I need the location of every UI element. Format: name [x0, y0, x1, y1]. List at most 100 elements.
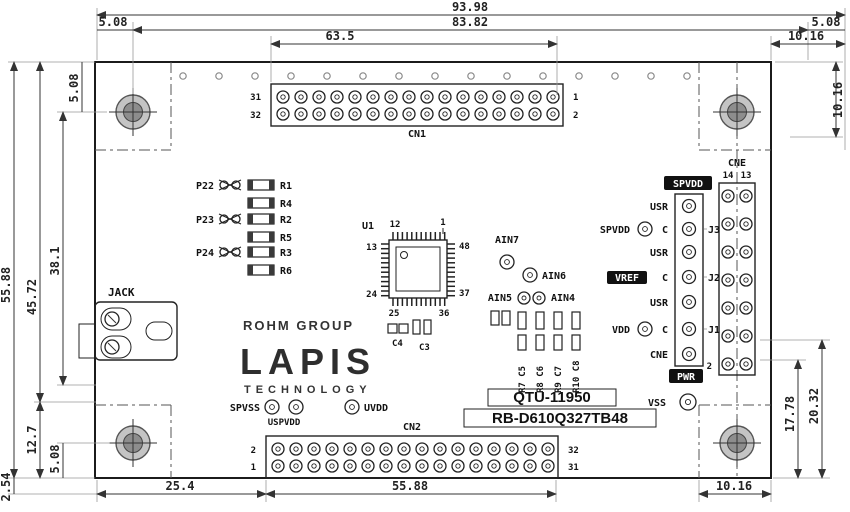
rc-component: [571, 311, 581, 330]
pin-hole: [316, 111, 322, 117]
spvdd-boxed-text: SPVDD: [673, 179, 703, 190]
pin-hole: [473, 463, 479, 469]
u1-pin13-label: 13: [366, 243, 377, 253]
cn2-pin2-label: 2: [251, 446, 256, 456]
cap-cluster: C4 C3: [387, 310, 511, 353]
cn2-refdes: CN2: [403, 422, 421, 433]
pin-hole: [311, 446, 317, 452]
connector-cn1: 31 32 1 2 CN1: [250, 83, 578, 140]
pin-hole: [725, 361, 731, 367]
u1-refdes: U1: [362, 221, 374, 232]
technology-text: TECHNOLOGY: [244, 384, 372, 396]
cn1-pin32-label: 32: [250, 111, 261, 121]
r3-label: R3: [280, 248, 292, 259]
rc-label-2: R8 C6: [536, 366, 546, 393]
pin-hole: [514, 111, 520, 117]
pin-hole: [298, 94, 304, 100]
pin-hole: [725, 333, 731, 339]
connector-cn2: 2 1 32 31 CN2: [251, 422, 579, 479]
pin-hole: [509, 463, 515, 469]
pwr-boxed-label: [669, 369, 703, 383]
dim-12-7: 12.7: [25, 426, 39, 455]
logo-block: ROHM GROUP LAPIS TECHNOLOGY: [240, 318, 372, 396]
pin-hole: [419, 446, 425, 452]
pin-hole: [316, 94, 322, 100]
j-row-c-2: C: [662, 273, 668, 284]
pin-hole: [514, 94, 520, 100]
pin-hole: [550, 111, 556, 117]
spvdd-testpoint-label: SPVDD: [600, 225, 630, 236]
u1-pin12-label: 12: [390, 220, 401, 230]
vref-boxed-label: [607, 271, 647, 284]
pin-hole: [743, 221, 749, 227]
pin-hole: [532, 94, 538, 100]
board-id: QTU-11950 RB-D610Q327TB48: [463, 388, 657, 428]
mounting-hole-top-left: [109, 88, 157, 136]
pin-hole: [527, 446, 533, 452]
pin-hole: [388, 111, 394, 117]
rc-component: [571, 334, 581, 351]
pin-hole: [743, 305, 749, 311]
spvdd-boxed-label: [664, 176, 712, 190]
rc-label-4: R10 C8: [572, 360, 582, 393]
rc-array-components: [517, 311, 581, 351]
rc-component: [535, 334, 545, 351]
dim-right-bottom: 17.78 20.32: [760, 339, 830, 479]
dim-10-16-top: 10.16: [788, 29, 824, 43]
pin-hole: [275, 463, 281, 469]
mounting-hole-top-right: [713, 88, 761, 136]
pin-hole: [365, 463, 371, 469]
r5-label: R5: [280, 233, 292, 244]
cne-pin14-label: 14: [723, 171, 734, 181]
u1-pin1-label: 1: [440, 218, 445, 228]
u1-pin36-label: 36: [439, 309, 450, 319]
dim-10-16-bottom: 10.16: [716, 479, 752, 493]
via: [503, 72, 511, 80]
rc-component: [517, 334, 527, 351]
pin-hole: [491, 463, 497, 469]
rc-label-1: R7 C5: [518, 366, 528, 393]
p23-label: P23: [196, 215, 214, 226]
pin-hole: [743, 193, 749, 199]
pin-hole: [370, 94, 376, 100]
dim-5-08-top-left: 5.08: [99, 15, 128, 29]
via: [683, 72, 691, 80]
cne-pin13-label: 13: [741, 171, 752, 181]
pin-hole: [491, 446, 497, 452]
pin-hole: [743, 361, 749, 367]
pin-hole: [442, 94, 448, 100]
pin-hole: [460, 94, 466, 100]
cne-refdes: CNE: [728, 158, 746, 169]
pin-hole: [532, 111, 538, 117]
vss-label: VSS: [648, 398, 666, 409]
rc-label-3: R9 C7: [554, 366, 564, 393]
u1-pin-stubs: [381, 232, 455, 306]
pin-hole: [460, 111, 466, 117]
power-jack: JACK: [78, 286, 178, 361]
j-row-cne: CNE: [650, 350, 668, 361]
pin-hole: [509, 446, 515, 452]
bottom-testpoints: SPVSS USPVDD UVDD: [230, 399, 388, 428]
ain6-label: AIN6: [542, 271, 566, 282]
j-row-usr-2: USR: [650, 248, 669, 259]
mounting-hole-bottom-right: [713, 419, 761, 467]
via: [215, 72, 223, 80]
j-header-pins: [681, 198, 697, 362]
pin-hole: [455, 463, 461, 469]
dim-top-total: 93.98: [96, 0, 846, 150]
pin-hole: [311, 463, 317, 469]
j2-label: J2: [708, 273, 720, 284]
uvdd-label: UVDD: [364, 403, 388, 414]
analog-testpoints: AIN7 AIN6 AIN5 AIN4: [488, 235, 575, 305]
via: [395, 72, 403, 80]
ain5-label: AIN5: [488, 293, 512, 304]
r1-label: R1: [280, 181, 292, 192]
pin-hole: [686, 226, 692, 232]
cn2-pins: [271, 442, 555, 473]
u1-pin37-label: 37: [459, 289, 470, 299]
pin-hole: [455, 446, 461, 452]
pin-hole: [419, 463, 425, 469]
pin-hole: [686, 203, 692, 209]
r4-label: R4: [280, 199, 292, 210]
j-row-c-1: C: [662, 225, 668, 236]
